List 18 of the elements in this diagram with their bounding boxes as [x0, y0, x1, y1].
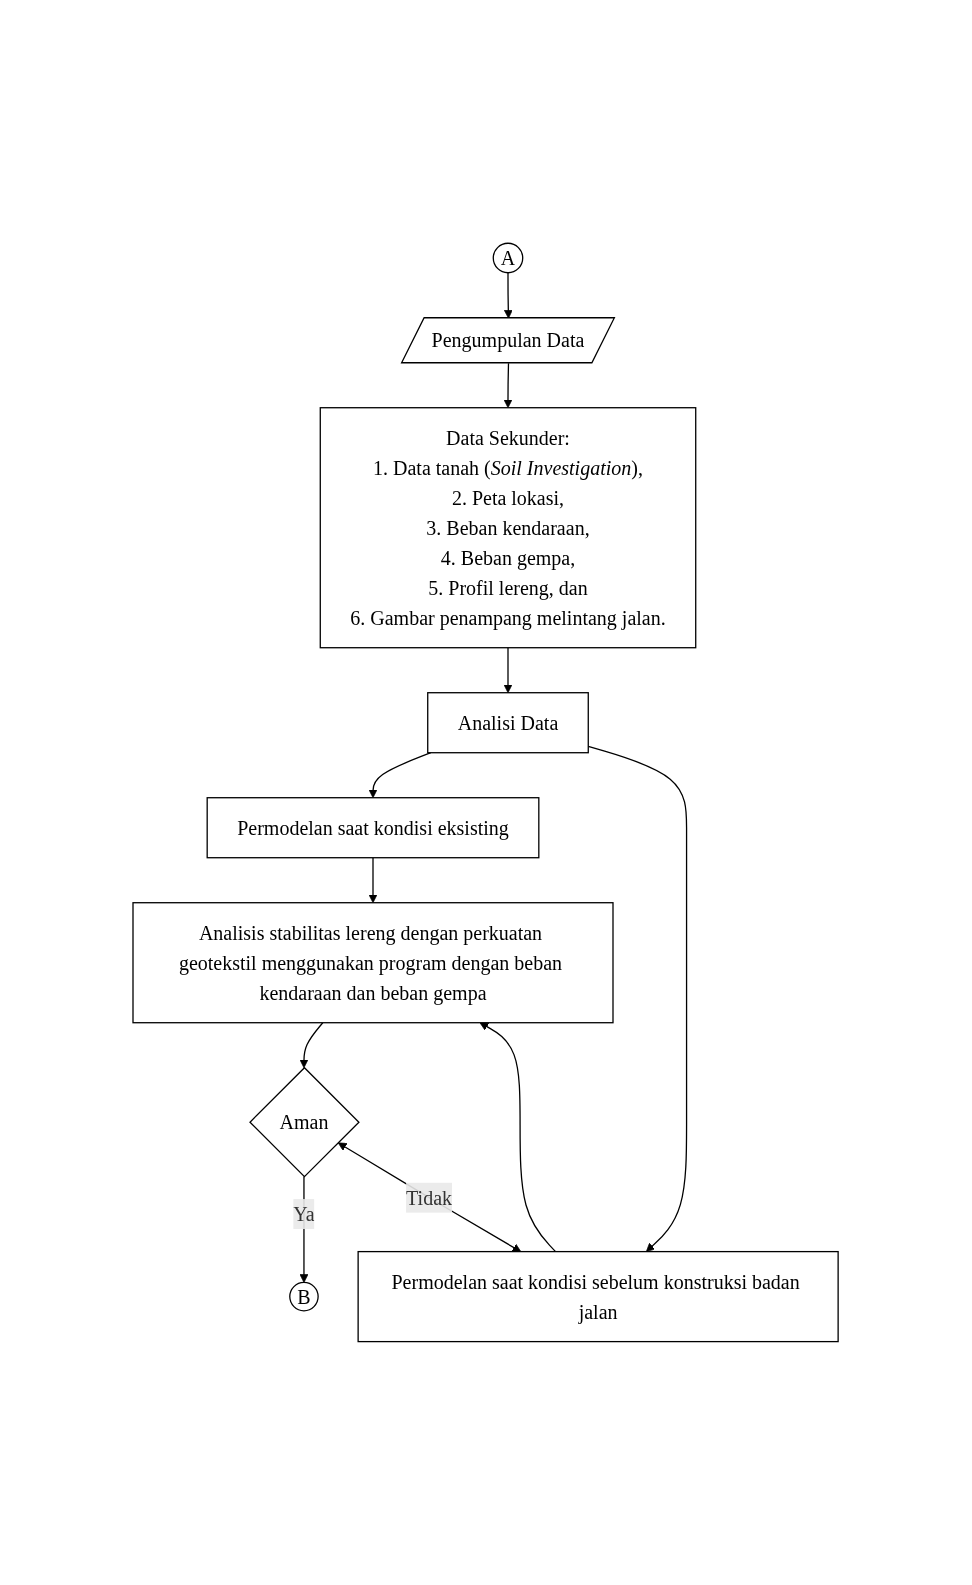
node-box: Data Sekunder: 1. Data tanah (Soil Investigation), 2. Peta lokasi, 3. Beban kendaraan, 4. Beban gempa, 5. Profil lereng, dan 6. Gambar penampang melintang jalan.	[320, 407, 697, 649]
arrow	[504, 647, 513, 694]
arrow	[369, 752, 432, 799]
arrow	[300, 1022, 324, 1069]
arrow	[480, 1022, 557, 1253]
node-box: Analisi Data	[427, 692, 590, 754]
node-box: Permodelan saat kondisi eksisting	[206, 797, 540, 859]
node-box: Permodelan saat kondisi sebelum konstruksi badan jalan	[357, 1251, 840, 1343]
node-diamond: Aman	[249, 1067, 361, 1178]
node-circle: A	[493, 242, 524, 274]
node-box: Analisis stabilitas lereng dengan perkuatan geotekstil menggunakan program dengan beban kendaraan dan beban gempa	[132, 902, 615, 1024]
node-circle: B	[289, 1282, 320, 1312]
arrow	[369, 857, 378, 904]
edge-label: Tidak	[406, 1186, 453, 1209]
arrow	[504, 362, 513, 409]
arrow	[588, 745, 688, 1253]
edge-label: Ya	[293, 1203, 316, 1226]
arrow	[338, 1142, 522, 1253]
